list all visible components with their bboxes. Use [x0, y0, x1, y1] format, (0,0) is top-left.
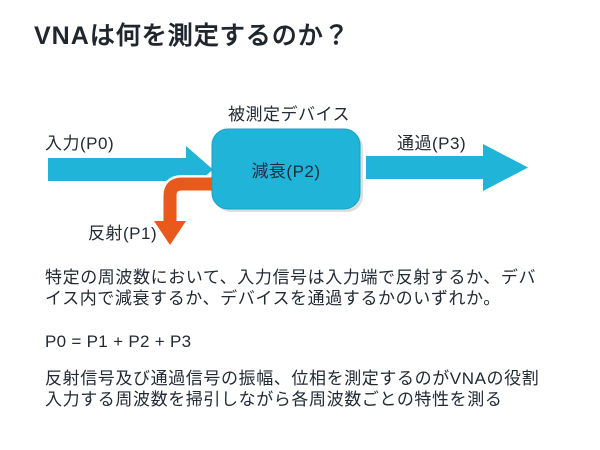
input-arrow-icon	[48, 146, 213, 193]
vna-role-paragraph: 反射信号及び通過信号の振幅、位相を測定するのがVNAの役割 入力する周波数を掃引…	[45, 368, 539, 410]
through-p3-label: 通過(P3)	[397, 134, 467, 153]
through-arrow-icon	[366, 144, 528, 191]
reflect-arrow-icon	[163, 177, 222, 225]
input-p0-label: 入力(P0)	[45, 134, 115, 153]
power-formula: P0 = P1 + P2 + P3	[45, 332, 192, 351]
dut-box	[211, 128, 361, 210]
vna-role-line-1: 反射信号及び通過信号の振幅、位相を測定するのがVNAの役割	[45, 369, 540, 388]
vna-role-line-2: 入力する周波数を掃引しながら各周波数ごとの特性を測る	[45, 390, 503, 409]
reflect-arrowhead-icon	[154, 221, 186, 245]
device-under-test-label: 被測定デバイス	[228, 105, 350, 124]
explanation-line-1: 特定の周波数において、入力信号は入力端で反射するか、デバ	[45, 268, 537, 287]
explanation-line-2: イス内で減衰するか、デバイスを通過するかのいずれか。	[45, 289, 501, 308]
attenuation-p2-label: 減衰(P2)	[251, 161, 321, 181]
page-title: VNAは何を測定するのか？	[34, 22, 350, 50]
explanation-paragraph: 特定の周波数において、入力信号は入力端で反射するか、デバ イス内で減衰するか、デ…	[45, 267, 536, 309]
reflect-p1-label: 反射(P1)	[88, 224, 158, 243]
